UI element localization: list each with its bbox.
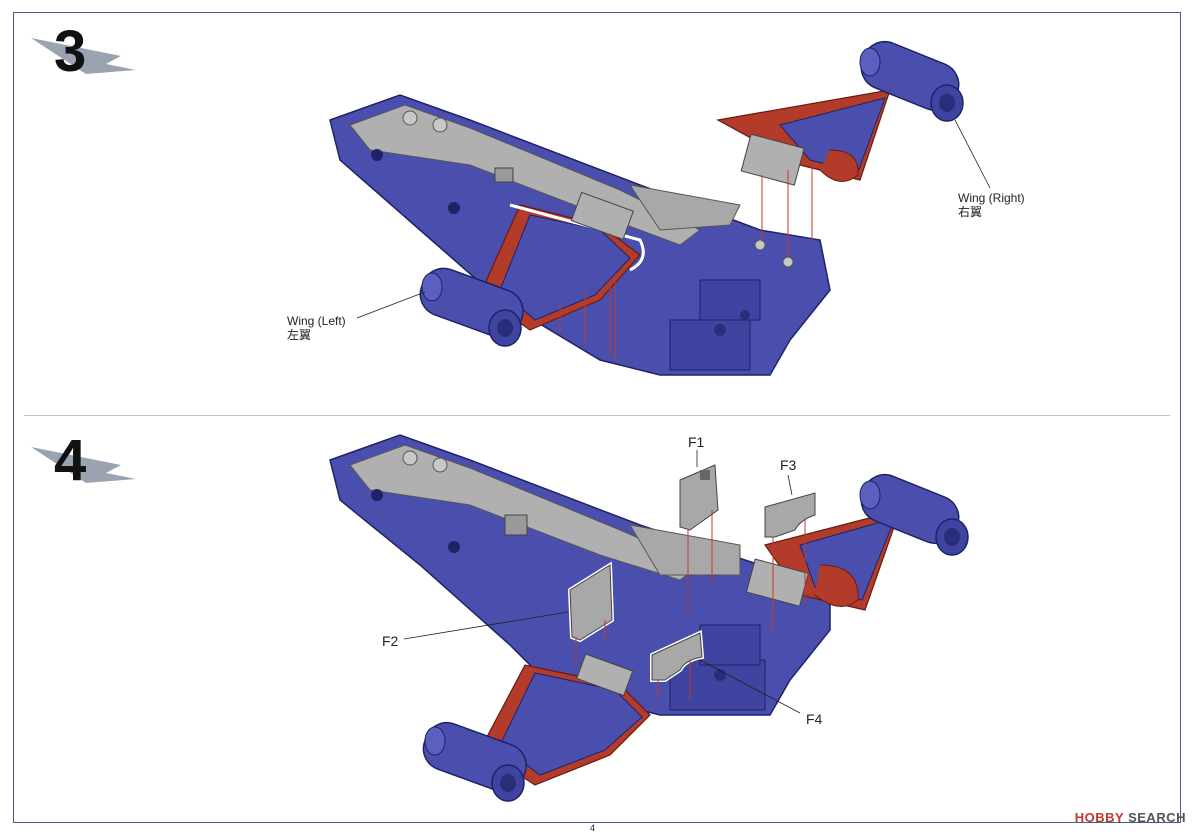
step-3-illustration xyxy=(329,40,991,376)
leader-wing-right xyxy=(954,119,991,189)
wing-right-attached xyxy=(745,473,969,611)
step-3: 3 xyxy=(0,0,1200,415)
watermark-brand: HOBBY xyxy=(1074,810,1124,825)
part-f3 xyxy=(763,490,817,539)
step-4-number: 4 xyxy=(54,428,86,493)
label-f3: F3 xyxy=(780,457,797,473)
label-f4: F4 xyxy=(806,711,823,727)
step-4: 4 xyxy=(0,415,1200,825)
step-3-badge-swoosh-icon xyxy=(31,38,136,74)
step-divider xyxy=(24,415,1170,416)
part-f1 xyxy=(678,462,721,533)
part-f2 xyxy=(567,561,615,643)
part-f4 xyxy=(650,629,705,682)
guide-lines-left xyxy=(559,280,616,360)
step-3-number: 3 xyxy=(54,19,86,84)
leader-f4 xyxy=(699,659,801,714)
leader-f3 xyxy=(787,474,793,496)
hull-hole xyxy=(448,202,460,214)
wing-right xyxy=(716,40,964,186)
hull-hole xyxy=(371,149,383,161)
watermark: HOBBY SEARCH xyxy=(1075,810,1186,825)
leader-f2 xyxy=(403,611,569,640)
step-4-illustration xyxy=(329,434,969,802)
label-f1: F1 xyxy=(688,434,705,450)
label-wing-left-en: Wing (Left) xyxy=(287,314,346,328)
guide-lines-step4 xyxy=(575,510,806,700)
label-wing-right-en: Wing (Right) xyxy=(958,191,1025,205)
step-4-badge-swoosh-icon xyxy=(31,447,136,483)
page-number: 4 xyxy=(590,823,596,833)
watermark-suffix: SEARCH xyxy=(1128,810,1186,825)
leader-wing-left xyxy=(356,291,426,319)
label-wing-left-jp: 左翼 xyxy=(287,328,312,342)
label-f2: F2 xyxy=(382,633,399,649)
wing-left xyxy=(419,191,645,347)
guide-lines-right xyxy=(761,165,813,255)
page-frame xyxy=(13,12,1181,823)
label-wing-right-jp: 右翼 xyxy=(958,205,983,219)
wing-left-attached xyxy=(422,653,651,802)
